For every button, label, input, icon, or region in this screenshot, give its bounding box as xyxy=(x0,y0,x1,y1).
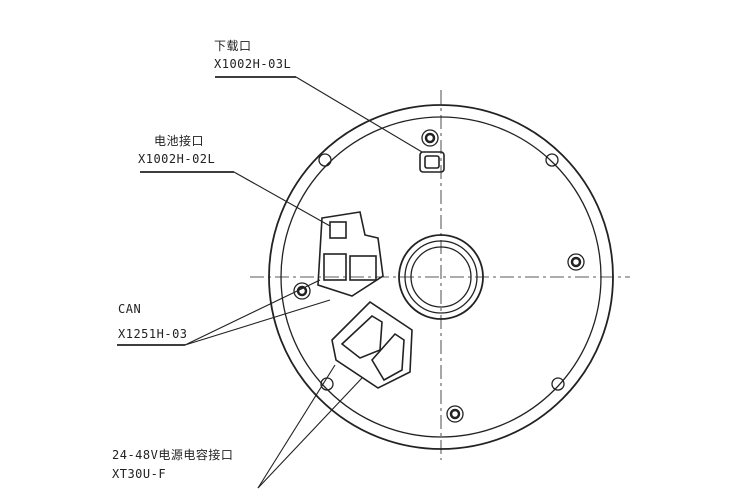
center-hub xyxy=(398,234,484,320)
power-port xyxy=(331,300,413,389)
centerlines xyxy=(250,90,630,460)
mounting-holes xyxy=(318,153,565,391)
download-port-name: 下载口 xyxy=(214,39,252,53)
battery-port-part: X1002H-02L xyxy=(138,152,216,166)
power-port-name: 24-48V电源电容接口 xyxy=(112,448,234,462)
screw-bosses xyxy=(293,129,585,423)
download-port-part: X1002H-03L xyxy=(214,57,292,71)
power-port-part: XT30U-F xyxy=(112,467,167,481)
inner-flange xyxy=(280,116,602,438)
outer-flange xyxy=(268,104,614,450)
battery-and-can-port xyxy=(317,211,384,297)
can-port-name: CAN xyxy=(118,302,142,316)
leader-lines xyxy=(117,76,423,489)
can-port-part: X1251H-03 xyxy=(118,327,188,341)
download-port xyxy=(419,151,445,173)
battery-port-name: 电池接口 xyxy=(154,134,205,148)
